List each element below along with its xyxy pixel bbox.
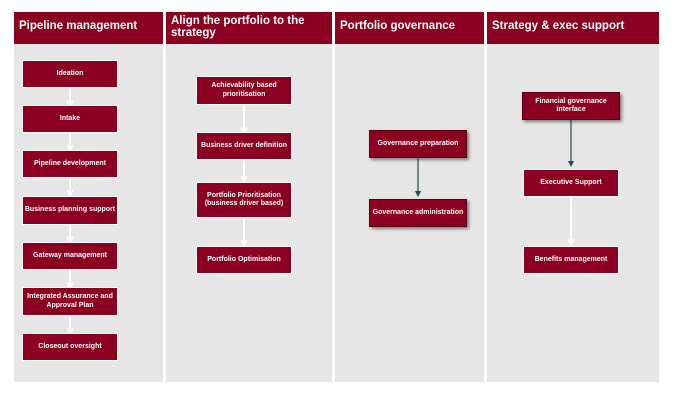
box-intake: Intake <box>22 105 118 133</box>
box-achievability-prioritisation: Achievability based prioritisation <box>196 76 292 105</box>
box-ideation: Ideation <box>22 60 118 88</box>
box-portfolio-optimisation: Portfolio Optimisation <box>196 246 292 274</box>
box-executive-support: Executive Support <box>523 169 619 197</box>
column-portfolio-governance: Portfolio governance <box>335 12 484 382</box>
box-benefits-management: Benefits management <box>523 246 619 274</box>
column-header: Strategy & exec support <box>487 12 659 44</box>
box-business-driver-definition: Business driver definition <box>196 132 292 160</box>
column-strategy-exec-support: Strategy & exec support <box>487 12 659 382</box>
box-closeout-oversight: Closeout oversight <box>22 333 118 361</box>
box-portfolio-prioritisation: Portfolio Prioritisation (business drive… <box>196 182 292 218</box>
column-header: Align the portfolio to the strategy <box>166 12 332 44</box>
column-header: Pipeline management <box>14 12 163 44</box>
column-header: Portfolio governance <box>335 12 484 44</box>
box-gateway-management: Gateway management <box>22 242 118 270</box>
box-pipeline-development: Pipeline development <box>22 150 118 178</box>
box-financial-governance-interface: Financial governance interface <box>522 92 620 120</box>
box-integrated-assurance: Integrated Assurance and Approval Plan <box>22 287 118 316</box>
box-governance-preparation: Governance preparation <box>369 130 467 158</box>
box-governance-administration: Governance administration <box>369 199 467 227</box>
box-business-planning-support: Business planning support <box>22 196 118 225</box>
